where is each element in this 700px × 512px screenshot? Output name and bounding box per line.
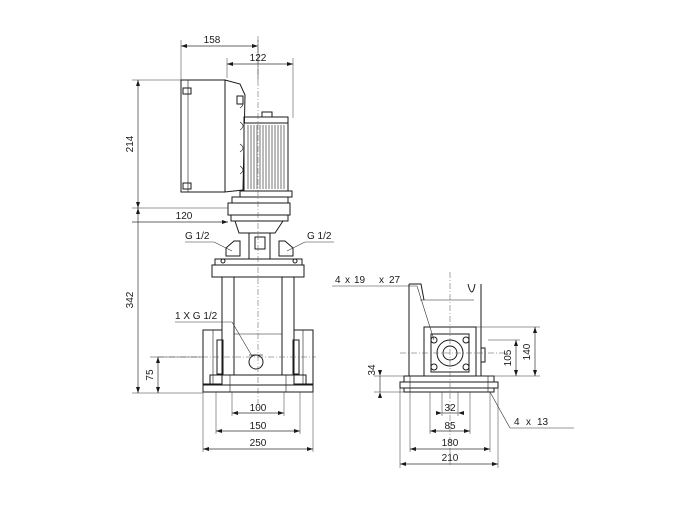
base-plate-view: 4 x 19 x 27 105 140 34 32 85 180 210 4 x…	[332, 272, 574, 468]
motor-body	[227, 111, 293, 216]
motor-terminal-box	[180, 79, 246, 193]
side-dimension-lines	[132, 44, 313, 451]
dim-140: 140	[522, 343, 533, 360]
pump-side-view: 158 122 214 120 342 75 100 150 250 G 1/2…	[125, 35, 334, 452]
dim-122: 122	[250, 53, 267, 64]
dim-32: 32	[444, 403, 456, 414]
dim-34: 34	[367, 364, 378, 376]
dim-100: 100	[250, 403, 267, 414]
holes-count: 4	[335, 275, 341, 286]
sleeve-edge-break	[467, 283, 476, 293]
feet-times: x	[526, 417, 531, 428]
base-extension-lines	[374, 326, 540, 468]
feet-count: 4	[514, 417, 520, 428]
feet-diameter: 13	[537, 417, 549, 428]
holes-b: 27	[389, 275, 401, 286]
base-dimension-lines	[378, 327, 537, 466]
dim-120: 120	[176, 211, 193, 222]
dim-250: 250	[250, 438, 267, 449]
dim-150: 150	[250, 421, 267, 432]
dim-85: 85	[444, 421, 456, 432]
base-plate	[399, 375, 499, 393]
label-g-right: G 1/2	[307, 231, 332, 242]
dim-214: 214	[125, 135, 136, 152]
dim-180: 180	[442, 438, 459, 449]
label-drain: 1 X G 1/2	[175, 311, 218, 322]
side-leader-lines	[175, 241, 334, 357]
holes-a: 19	[354, 275, 366, 286]
dim-210: 210	[442, 453, 459, 464]
label-g-left: G 1/2	[185, 231, 210, 242]
dim-158: 158	[204, 35, 221, 46]
holes-times-1: x	[345, 275, 350, 286]
dim-342: 342	[125, 291, 136, 308]
dim-75: 75	[145, 369, 156, 381]
base-leader-lines	[332, 285, 574, 429]
dim-105: 105	[503, 349, 514, 366]
holes-times-2: x	[379, 275, 384, 286]
sleeve-edge-left	[409, 283, 425, 301]
inlet-chamber	[423, 326, 486, 377]
side-extension-lines	[132, 40, 314, 452]
